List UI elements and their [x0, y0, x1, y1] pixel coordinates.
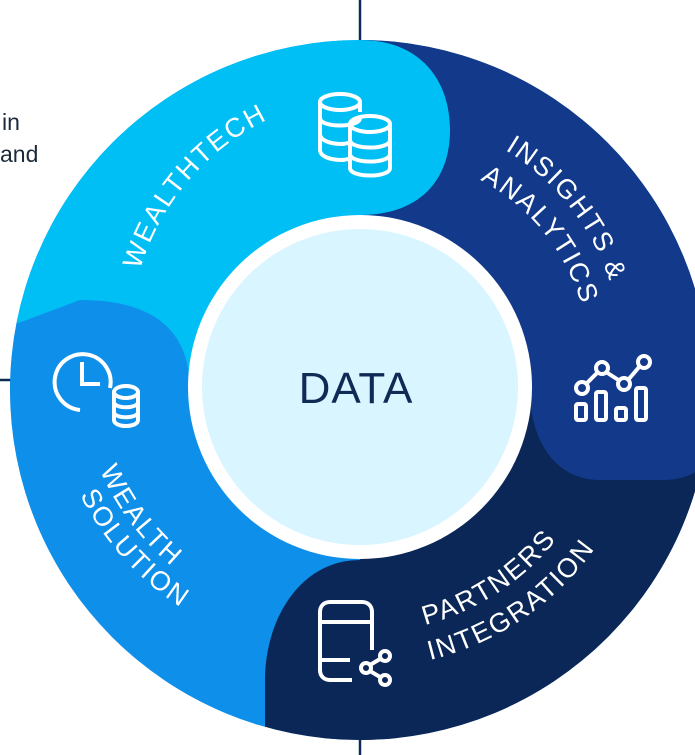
- center-circle: [202, 229, 518, 545]
- bar-chart-trend-icon: [574, 354, 652, 422]
- tablet-share-icon: [318, 600, 392, 687]
- clock-coins-icon: [52, 352, 140, 428]
- coin-stacks-icon: [318, 92, 392, 178]
- center-label: DATA: [299, 364, 414, 413]
- intro-line-1: in: [2, 109, 20, 135]
- intro-line-2: and: [0, 141, 38, 167]
